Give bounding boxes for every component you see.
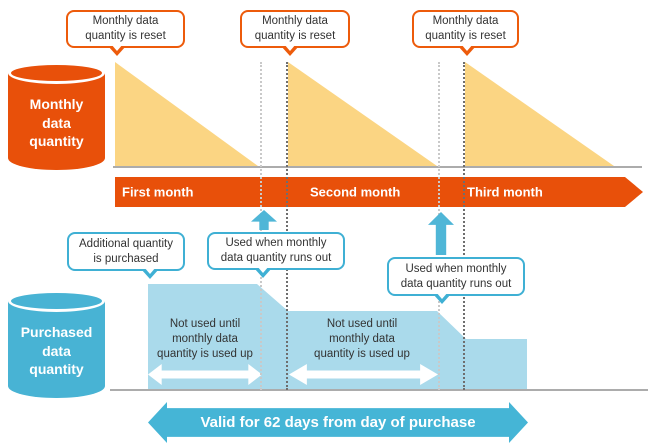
used-callout-2: Used when monthly data quantity runs out [387, 257, 525, 304]
monthly-cylinder-label: Monthly data quantity [29, 95, 84, 150]
up-arrow-icon-1 [251, 210, 277, 230]
monthly-data-triangle-3 [465, 62, 614, 166]
cylinder-icon [8, 73, 105, 170]
callout-tail [433, 292, 451, 304]
reset-callout-3-label: Monthly data quantity is reset [425, 15, 506, 42]
reset-callout-2: Monthly data quantity is reset [240, 10, 350, 56]
not-used-label-1: Not used until monthly data quantity is … [157, 318, 253, 360]
monthly-data-triangle-1 [115, 62, 258, 166]
not-used-label-2: Not used until monthly data quantity is … [314, 318, 410, 360]
purchased-cylinder-label: Purchased data quantity [20, 323, 93, 378]
used-callout-2-label: Used when monthly data quantity runs out [400, 262, 512, 290]
monthly-data-triangle-2 [288, 62, 437, 166]
reset-callout-1: Monthly data quantity is reset [66, 10, 185, 56]
month-label-third: Third month [467, 184, 543, 200]
validity-banner-label: Valid for 62 days from day of purchase [200, 414, 476, 431]
monthly-axis-line [113, 166, 642, 168]
cylinder-icon [8, 301, 105, 398]
reset-dotted-line-2 [463, 62, 465, 390]
reset-callout-3: Monthly data quantity is reset [412, 10, 519, 56]
up-arrow-icon-2 [428, 212, 454, 255]
reset-dotted-line-1 [286, 62, 288, 390]
used-callout-1: Used when monthly data quantity runs out [207, 232, 345, 278]
month-timeline-banner: First month Second month Third month [115, 177, 643, 207]
callout-tail [281, 44, 299, 56]
callout-tail [141, 267, 159, 279]
month-label-second: Second month [310, 184, 401, 200]
used-callout-1-label: Used when monthly data quantity runs out [220, 237, 332, 264]
callout-tail [108, 44, 126, 56]
cylinder-top-icon [8, 62, 105, 84]
purchased-axis-line [110, 389, 648, 391]
purchase-callout-label: Additional quantity is purchased [79, 237, 173, 265]
reset-callout-2-label: Monthly data quantity is reset [254, 15, 336, 42]
callout-tail [458, 44, 476, 56]
purchase-callout: Additional quantity is purchased [67, 232, 185, 279]
month-label-first: First month [122, 184, 194, 200]
monthly-data-cylinder: Monthly data quantity [8, 62, 105, 170]
callout-tail [254, 266, 272, 278]
cylinder-top-icon [8, 290, 105, 312]
validity-banner: Valid for 62 days from day of purchase [148, 402, 528, 443]
purchased-data-cylinder: Purchased data quantity [8, 290, 105, 398]
reset-callout-1-label: Monthly data quantity is reset [85, 15, 166, 42]
